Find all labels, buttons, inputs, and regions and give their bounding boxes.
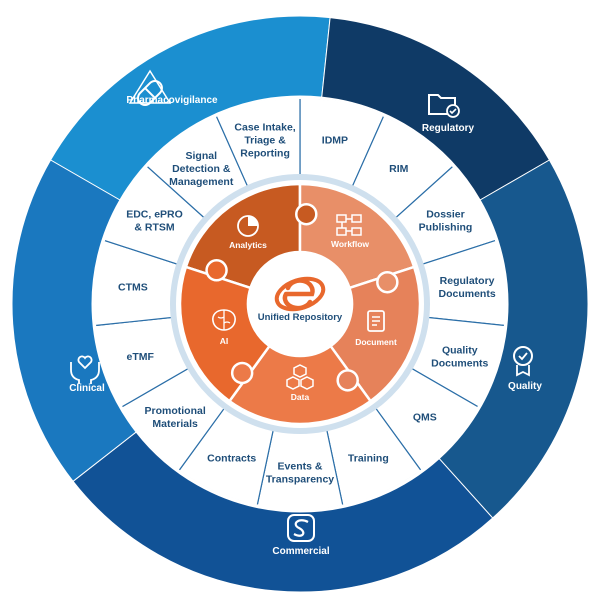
capsule-icon: [128, 69, 172, 106]
s-swirl-icon: [287, 514, 315, 542]
hub-label-data: Data: [291, 392, 310, 402]
domain-label-regulatory: Regulatory: [422, 123, 475, 134]
hands-heart-icon: [70, 355, 100, 384]
domain-ring: [11, 15, 589, 593]
domain-band-commercial: [72, 431, 494, 593]
segment-label-etmf: eTMF: [127, 351, 155, 363]
hub-label-workflow: Workflow: [331, 239, 369, 249]
domain-label-pharmacovigilance: Pharmacovigilance: [126, 95, 218, 106]
hub-puzzle: [178, 182, 422, 426]
hub-piece-workflow: [298, 182, 416, 290]
workflow-icon: [336, 214, 362, 236]
segment-label-idmp: IDMP: [322, 135, 348, 147]
pie-chart-icon: [237, 215, 259, 237]
segment-label-case-intake: Case Intake,Triage &Reporting: [234, 122, 295, 160]
hub-piece-data: [227, 344, 373, 426]
domain-label-commercial: Commercial: [272, 546, 329, 557]
brain-icon: [212, 309, 236, 331]
e-logo-icon: [274, 276, 326, 312]
hub-label-analytics: Analytics: [229, 240, 267, 250]
center-disc: [250, 254, 350, 354]
segment-label-rim: RIM: [389, 163, 409, 175]
hub-label-document: Document: [355, 337, 397, 347]
segment-label-events-transparency: Events &Transparency: [266, 461, 334, 486]
domain-label-quality: Quality: [508, 381, 542, 392]
segment-label-edc-epro-rtsm: EDC, ePRO& RTSM: [126, 209, 183, 234]
folder-check-icon: [428, 94, 460, 118]
badge-check-icon: [513, 346, 533, 377]
hub-label-ai: AI: [220, 336, 229, 346]
hub-piece-document: [328, 265, 422, 403]
center-label: Unified Repository: [258, 312, 343, 323]
domain-label-clinical: Clinical: [69, 383, 105, 394]
cubes-icon: [286, 364, 314, 390]
document-icon: [367, 310, 385, 332]
segment-label-qms: QMS: [413, 411, 437, 423]
segment-label-ctms: CTMS: [118, 281, 148, 293]
segment-label-contracts: Contracts: [207, 452, 256, 464]
domain-band-clinical: [11, 159, 137, 483]
segment-label-training: Training: [348, 452, 389, 464]
